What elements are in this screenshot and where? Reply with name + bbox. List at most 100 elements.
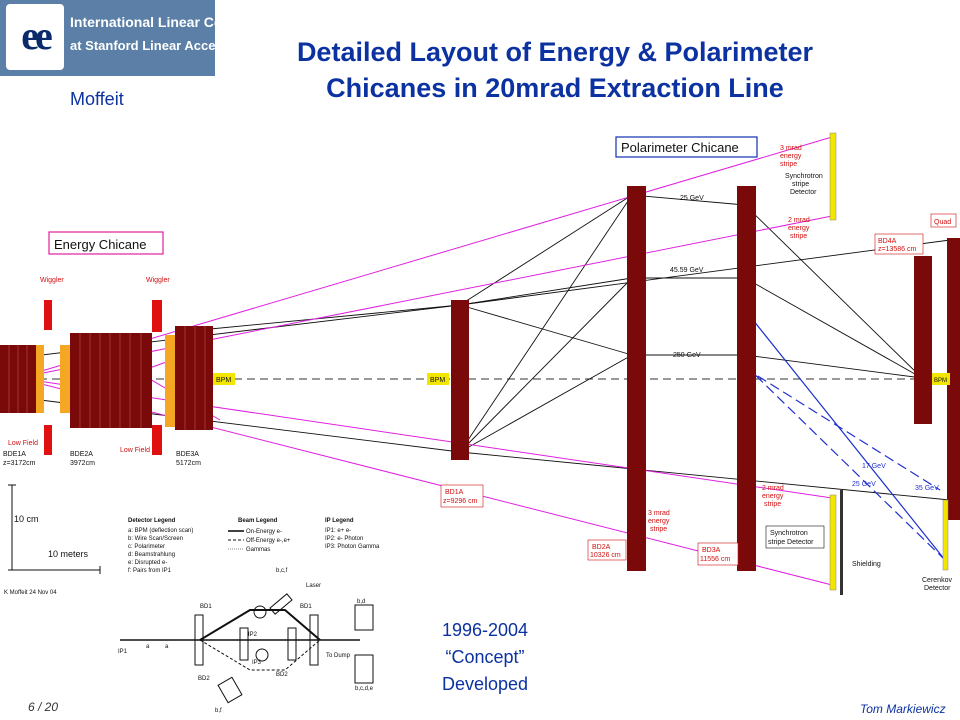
inset-label-0: IP1 — [118, 649, 128, 655]
quad-magnet — [947, 238, 960, 520]
bde2a-magnet — [70, 333, 152, 428]
scale-10m-label: 10 meters — [48, 549, 89, 559]
bpm-labels: BPM BPM BPM — [216, 377, 947, 384]
detector-item-0: a: BPM (deflection scan) — [128, 528, 193, 534]
beam-item-2: Gammas — [246, 547, 270, 553]
footer-author: Tom Markiewicz — [860, 702, 946, 716]
energy-25gev-label: 25 GeV — [680, 195, 704, 202]
detector-item-1: b: Wire Scan/Screen — [128, 536, 183, 542]
concept-years: 1996-2004 — [441, 620, 529, 640]
low-field-magnet-3 — [165, 335, 175, 427]
bde3a-label: BDE3A — [176, 451, 199, 458]
beam-item-1: Off-Energy e-,e+ — [246, 538, 291, 544]
ip-item-0: IP1: e+ e- — [325, 528, 351, 534]
bpm-label-3: BPM — [934, 378, 947, 384]
cerenkov-detector — [942, 499, 949, 571]
bd2a-label: BD2A — [592, 544, 611, 551]
concept-quote: “Concept” — [445, 647, 525, 667]
inset-label-8: BD1 — [300, 604, 312, 610]
compton-electron-lines — [744, 309, 946, 561]
bd1a-magnet — [451, 300, 469, 460]
logo-line-1: International Linear Collider — [70, 14, 256, 30]
title-line-2: Chicanes in 20mrad Extraction Line — [326, 73, 784, 103]
stripe2-upper-l2: energy — [788, 225, 810, 232]
wiggler-magnet-2-lower — [152, 425, 162, 455]
low-field-magnet-1 — [36, 345, 44, 413]
detector-item-2: c: Polarimeter — [128, 544, 165, 550]
bd3a-z: 11556 cm — [700, 556, 730, 563]
inset-label-9: Laser — [306, 583, 321, 589]
shielding-block — [840, 490, 843, 595]
sync-det-upper-l1: Synchrotron — [785, 173, 823, 180]
cerenkov-label-l2: Detector — [924, 585, 951, 592]
inset-label-13: b,c,d,e — [355, 686, 374, 692]
inset-label-1: a — [146, 644, 150, 650]
inset-label-5: IP2 — [248, 632, 258, 638]
wiggler-magnet-1 — [44, 300, 52, 330]
detector-item-3: d: Beamstrahlung — [128, 552, 175, 558]
inset-label-4: BD2 — [198, 676, 210, 682]
stripe3-upper-l1: 3 mrad — [780, 145, 802, 152]
ip-item-2: IP3: Photon Gamma — [325, 544, 380, 550]
synchrotron-stripe-lines — [17, 136, 833, 586]
energy-chicane-label: Energy Chicane — [54, 237, 147, 252]
bd1a-label: BD1A — [445, 489, 464, 496]
inset-labels: IP1 a a BD1 BD2 IP2 IP3 BD2 BD1 Laser To… — [118, 568, 374, 714]
detector-item-5: f: Pairs from IP1 — [128, 568, 172, 574]
bd4a-magnet — [914, 256, 932, 424]
small-labels: Wiggler Wiggler Low Field Low Field BDE1… — [3, 145, 957, 592]
ee-logo-icon: ee — [6, 4, 64, 70]
stripe2-upper-l1: 2 mrad — [788, 217, 810, 224]
energy-25gev-b-label: 25 GeV — [852, 481, 876, 488]
bde1a-label: BDE1A — [3, 451, 26, 458]
inset-schematic — [120, 593, 374, 704]
credit-label: K Moffeit 24 Nov 04 — [4, 590, 57, 596]
inset-label-11: b,c,f — [276, 568, 288, 574]
energy-chicane-magnets — [0, 300, 213, 455]
stripe3-upper-l2: energy — [780, 153, 802, 160]
energy-chicane-box — [48, 231, 164, 255]
bde3a-z: 5172cm — [176, 460, 201, 467]
ip-legend-title: IP Legend — [325, 518, 354, 524]
beam-legend-title: Beam Legend — [238, 518, 278, 524]
sync-det-upper-l2: stripe — [792, 181, 809, 188]
bpm-boxes — [213, 373, 950, 385]
low-field-magnet-2 — [60, 345, 70, 413]
legend-block: Detector Legend a: BPM (deflection scan)… — [128, 518, 380, 574]
bde1a-z: z=3172cm — [3, 460, 36, 467]
bpm-box-1 — [213, 373, 235, 385]
shielding-label: Shielding — [852, 561, 881, 568]
stripe2-lower-l3: stripe — [764, 501, 781, 508]
energy-35gev-label: 35 GeV — [915, 485, 939, 492]
wiggler-magnet-2 — [152, 300, 162, 332]
sync-det-upper-l3: Detector — [790, 189, 817, 196]
inset-label-14: b,f — [215, 708, 222, 714]
stripe2-lower-l2: energy — [762, 493, 784, 500]
beam-item-0: On-Energy e- — [246, 529, 282, 535]
bd3a-magnet — [737, 186, 756, 571]
bpm-box-2 — [427, 373, 449, 385]
inset-label-2: a — [165, 644, 169, 650]
title-line-1: Detailed Layout of Energy & Polarimeter — [296, 37, 814, 67]
bd4a-z: z=13586 cm — [878, 246, 916, 253]
bd2a-magnet — [627, 186, 646, 571]
ilc-logo: ee International Linear Collider at Stan… — [0, 0, 301, 76]
detector-legend-title: Detector Legend — [128, 518, 176, 524]
concept-developed: Developed — [441, 674, 529, 694]
inset-label-6: IP3 — [252, 660, 262, 666]
energy-250gev-label: 250 GeV — [673, 352, 701, 359]
low-field-label-2: Low Field — [120, 447, 150, 454]
bde2a-label: BDE2A — [70, 451, 93, 458]
scale-bars — [8, 484, 101, 574]
beam-trajectories — [0, 194, 951, 501]
author-label: Moffeit — [70, 89, 124, 109]
inset-label-7: BD2 — [276, 672, 288, 678]
polarimeter-chicane-box — [615, 136, 758, 158]
page-title: Detailed Layout of Energy & Polarimeter … — [230, 34, 880, 106]
cerenkov-label-l1: Cerenkov — [922, 577, 952, 584]
stripe3-lower-l3: stripe — [650, 526, 667, 533]
page-number: 6 / 20 — [28, 700, 59, 714]
sync-det-lower-l2: stripe Detector — [768, 539, 814, 546]
bd4a-label: BD4A — [878, 238, 897, 245]
energy-4559gev-label: 45.59 GeV — [670, 267, 704, 274]
